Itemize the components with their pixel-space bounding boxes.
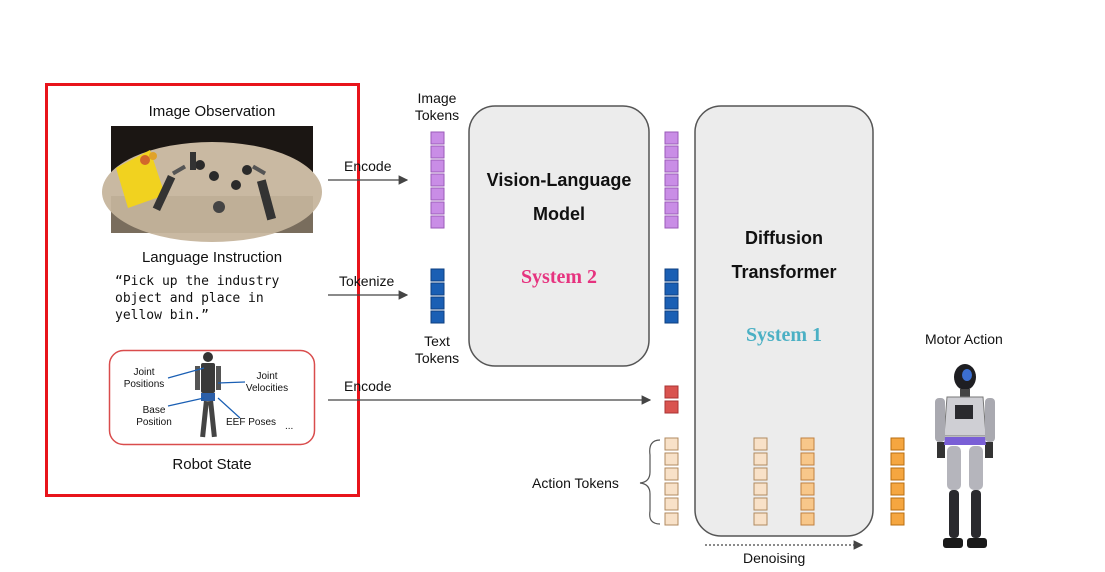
text-tokens-left: [430, 268, 445, 324]
encode-image-label: Encode: [344, 158, 392, 174]
motor-action-label: Motor Action: [925, 331, 1003, 347]
dit-title: Diffusion Transformer: [731, 228, 837, 282]
state-tokens: [664, 385, 679, 414]
system-2-label: System 2: [520, 266, 598, 288]
language-instruction-title: Language Instruction: [141, 249, 283, 266]
denoising-column-2: [800, 437, 815, 526]
eef-poses-label: EEF Poses: [226, 417, 277, 428]
action-tokens-label: Action Tokens: [532, 475, 619, 491]
robot-state-figure: [195, 352, 221, 438]
highlight-box: [45, 83, 360, 497]
ellipsis-label: ...: [285, 421, 294, 432]
base-position-label: Base Position: [136, 405, 172, 428]
vlm-title: Vision-Language Model: [486, 170, 632, 224]
humanoid-robot-figure: [935, 364, 995, 548]
denoising-label: Denoising: [743, 550, 806, 566]
action-tokens-input: [664, 437, 679, 526]
system-1-label: System 1: [745, 324, 823, 346]
text-tokens-label: Text Tokens: [414, 333, 460, 366]
action-tokens-output: [890, 437, 905, 526]
text-tokens-right: [664, 268, 679, 324]
image-observation-photo: [102, 126, 322, 242]
joint-velocities-label: Joint Velocities: [245, 371, 289, 394]
denoising-column-1: [753, 437, 768, 526]
joint-positions-label: Joint Positions: [123, 367, 165, 390]
action-tokens-brace: [639, 439, 661, 525]
image-tokens-right: [664, 131, 679, 229]
instruction-text: “Pick up the industry object and place i…: [115, 274, 280, 323]
tokenize-label: Tokenize: [339, 273, 395, 289]
image-tokens-label: Image Tokens: [414, 90, 460, 123]
vlm-box: [468, 105, 650, 367]
robot-state-title: Robot State: [172, 456, 252, 473]
encode-state-label: Encode: [344, 378, 392, 394]
image-observation-title: Image Observation: [148, 103, 276, 120]
image-tokens-left: [430, 131, 445, 229]
dit-box: [694, 105, 874, 537]
